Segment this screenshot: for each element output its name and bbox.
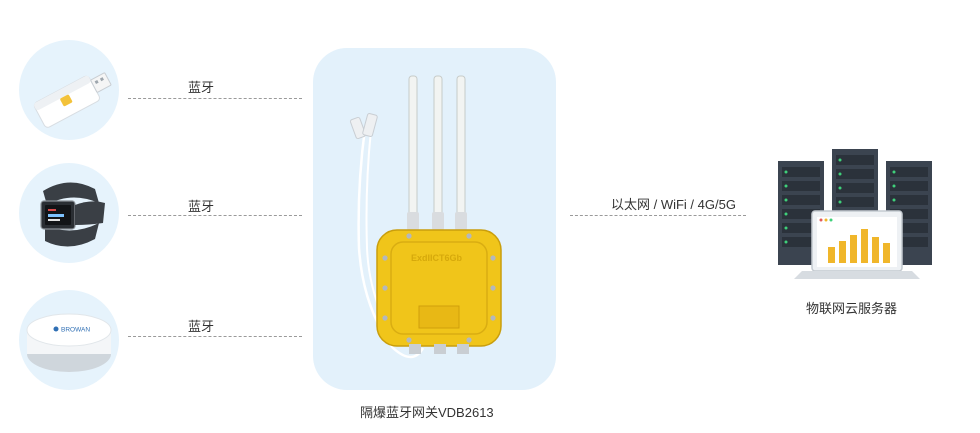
beacon-icon: BROWAN [26,313,112,372]
device-circle-wristband [19,163,119,263]
laptop-dashboard [794,210,920,279]
cloud-caption: 物联网云服务器 [806,301,898,316]
link-line-1 [128,98,302,99]
gateway-caption: 隔爆蓝牙网关VDB2613 [360,405,494,420]
link-line-3 [128,336,302,337]
cloud-server-icon [778,149,932,279]
uplink-line [570,215,746,216]
gateway-marking: ExdIICT6Gb [411,253,463,263]
link-label-2: 蓝牙 [188,199,215,214]
gateway-device-image: ExdIICT6Gb [349,75,502,359]
gateway-box [376,229,502,347]
link-label-1: 蓝牙 [188,80,215,95]
wristband-icon [40,182,105,247]
device-circle-usb-tag [19,40,119,140]
link-line-2 [128,215,302,216]
usb-tag-icon [33,72,112,128]
link-label-3: 蓝牙 [188,319,215,334]
device-circle-beacon: BROWAN [19,290,119,390]
beacon-logo: BROWAN [61,327,90,334]
antenna-group [407,75,467,230]
uplink-label: 以太网 / WiFi / 4G/5G [611,197,736,212]
